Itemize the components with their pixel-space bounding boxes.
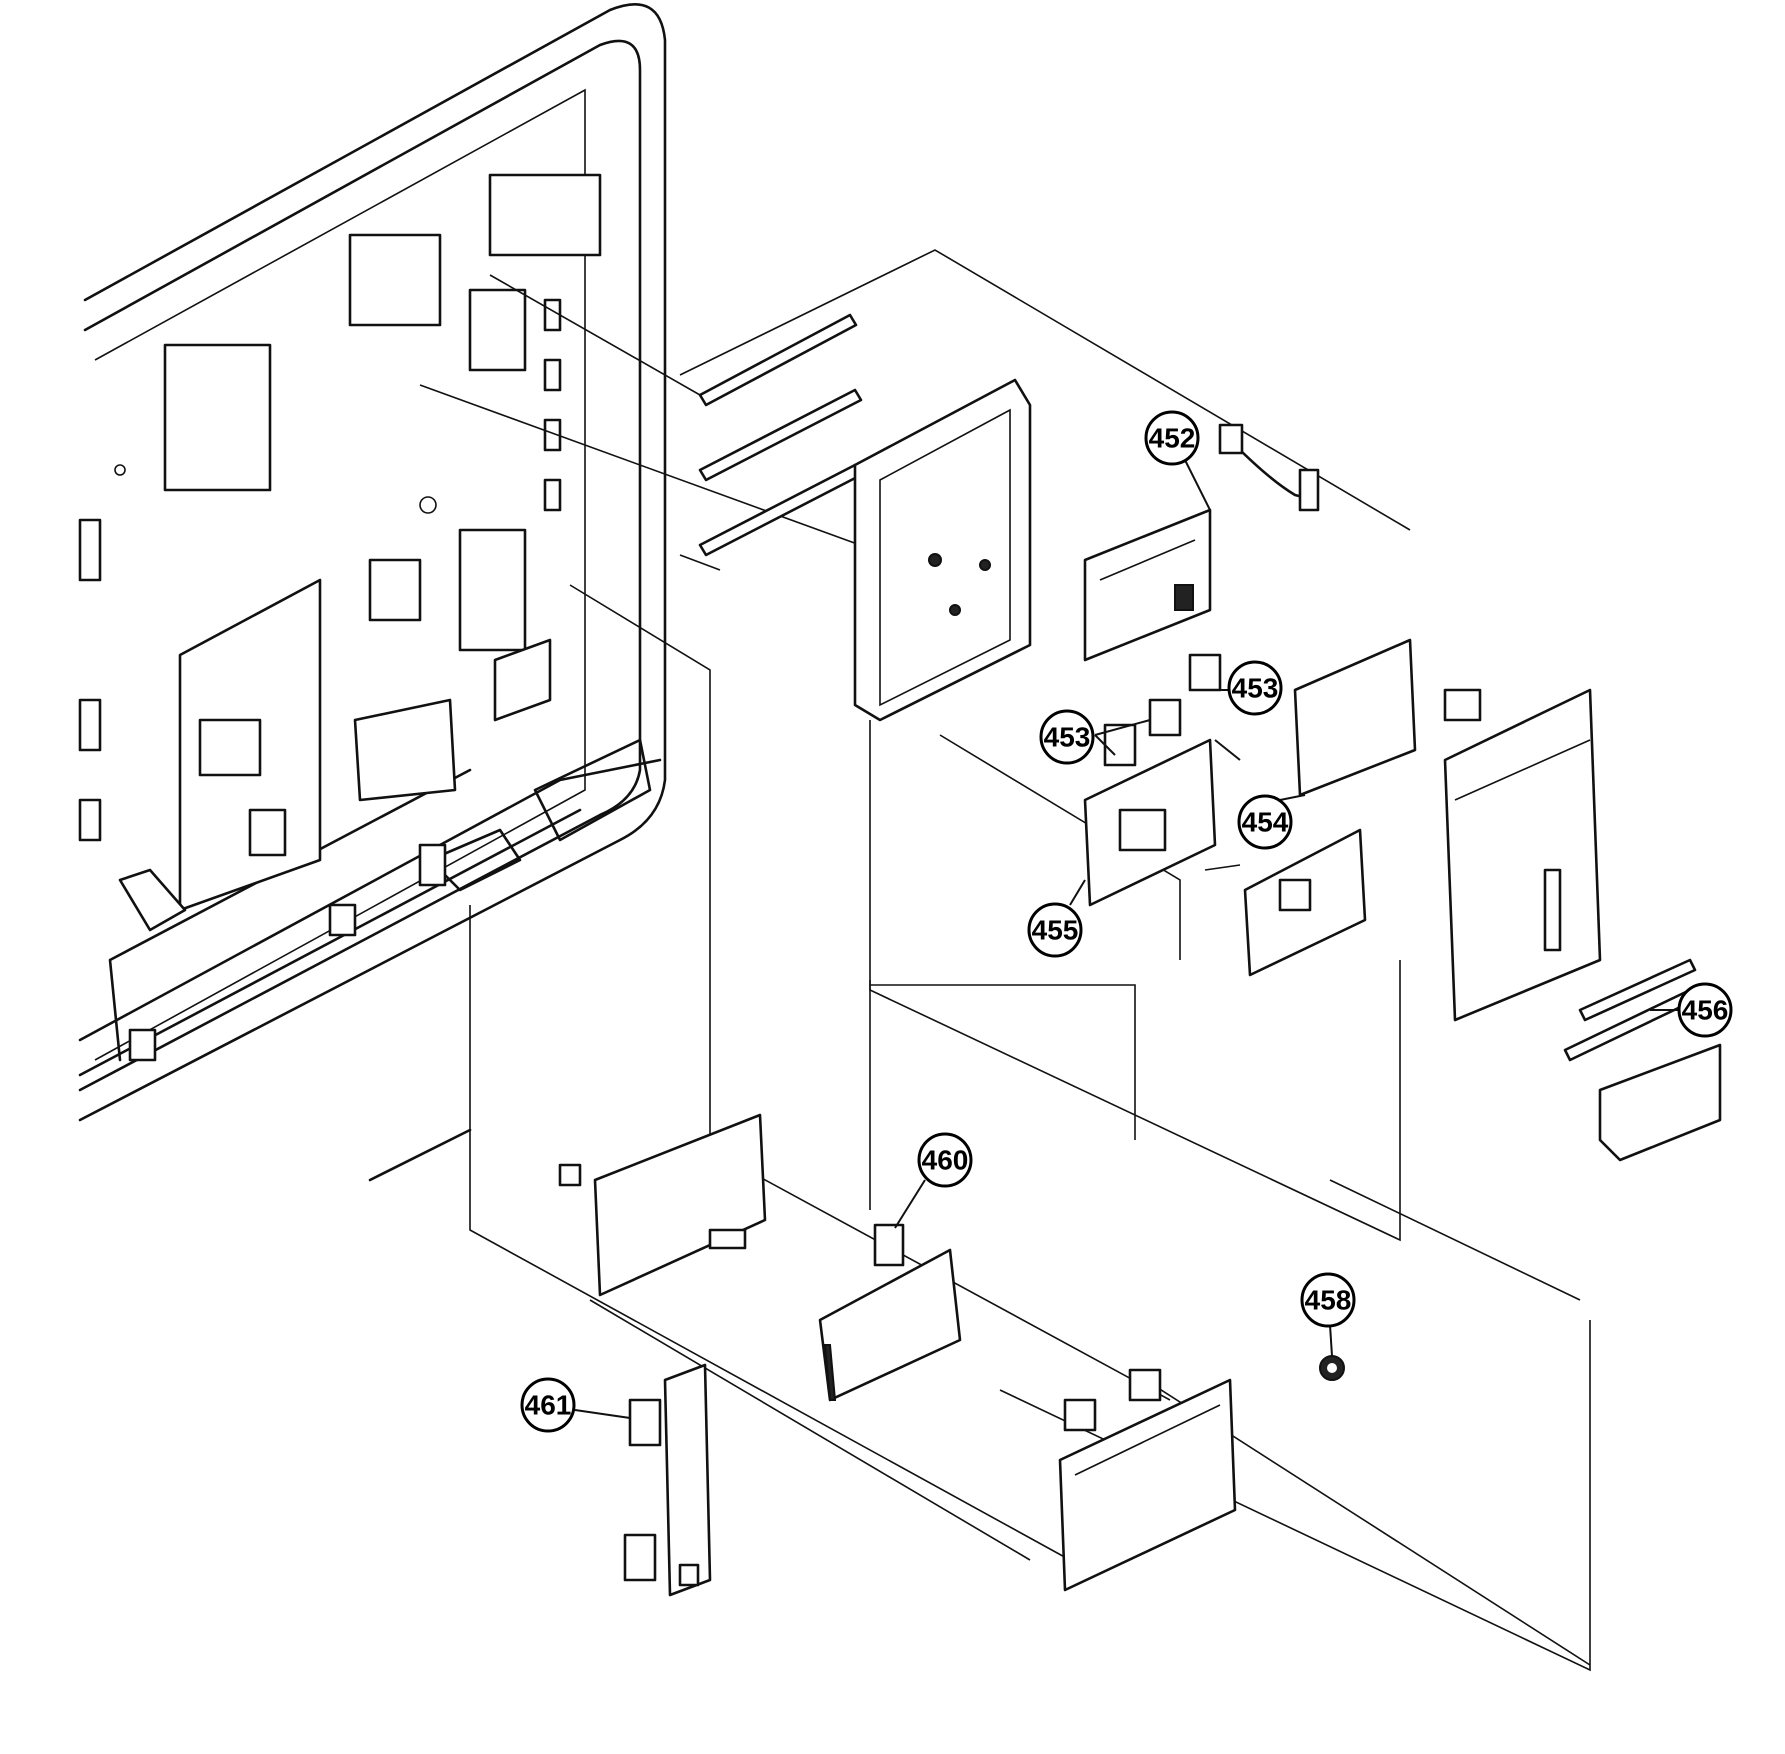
rear-cabinet-frame [78,3,667,1182]
main-chassis-bracket [853,378,1032,722]
callout-label-453-right: 453 [1232,673,1279,704]
mounting-rails [698,313,863,557]
board-452 [1083,423,1320,662]
callout-label-455: 455 [1032,915,1079,946]
callout-458: 458 [1300,1272,1356,1357]
callout-454: 454 [1214,739,1306,850]
bracket-454 [1204,638,1417,977]
callout-label-458: 458 [1305,1285,1352,1316]
callout-label-456: 456 [1682,995,1729,1026]
callout-453-right: 453 [1200,660,1283,716]
lower-bracket [558,1113,767,1297]
nut-458 [1319,1355,1345,1381]
callout-455: 455 [1027,879,1086,958]
bracket-456 [1443,688,1722,1162]
callout-453-left: 453 [1039,709,1151,765]
callout-460: 460 [894,1132,973,1229]
board-455 [1083,738,1217,907]
part-461 [623,1363,712,1597]
assembly-guide-lines [419,249,1591,1672]
callout-461: 461 [520,1377,631,1433]
callout-label-452: 452 [1149,423,1196,454]
callout-452: 452 [1144,410,1211,511]
lower-right-bracket [1058,1368,1237,1592]
callout-456: 456 [1650,982,1733,1038]
callout-label-461: 461 [525,1390,572,1421]
callout-label-460: 460 [922,1145,969,1176]
callout-label-453-left: 453 [1044,722,1091,753]
callout-label-454: 454 [1242,807,1289,838]
board-460 [818,1223,962,1402]
connectors-453 [1103,653,1222,767]
